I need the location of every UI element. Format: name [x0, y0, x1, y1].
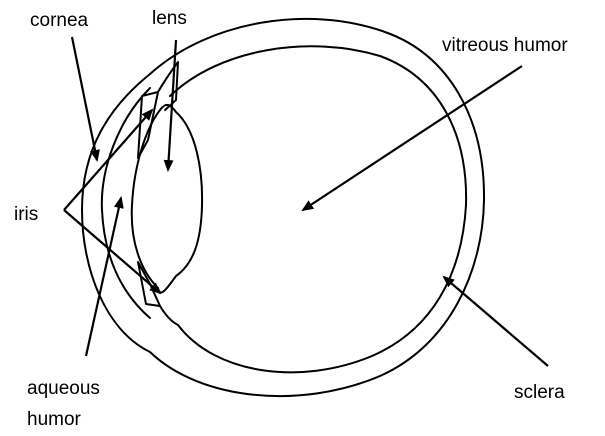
lens-outline	[132, 105, 202, 293]
label-sclera: sclera	[514, 382, 565, 403]
label-aqueous-humor-line1: aqueous	[27, 378, 100, 399]
ciliary-body-lower	[160, 306, 178, 325]
vitreous-humor-pointer	[303, 66, 522, 210]
retina-inner-outline	[170, 46, 466, 372]
cornea-pointer	[72, 37, 97, 160]
label-lens: lens	[152, 8, 187, 29]
label-vitreous-humor: vitreous humor	[442, 35, 568, 56]
label-aqueous-humor-line2: humor	[27, 409, 82, 430]
label-cornea: cornea	[30, 10, 89, 31]
iris-lower-pointer	[64, 210, 160, 293]
sclera-outer-outline	[82, 19, 484, 396]
label-iris: iris	[14, 204, 38, 225]
sclera-pointer	[444, 277, 548, 366]
